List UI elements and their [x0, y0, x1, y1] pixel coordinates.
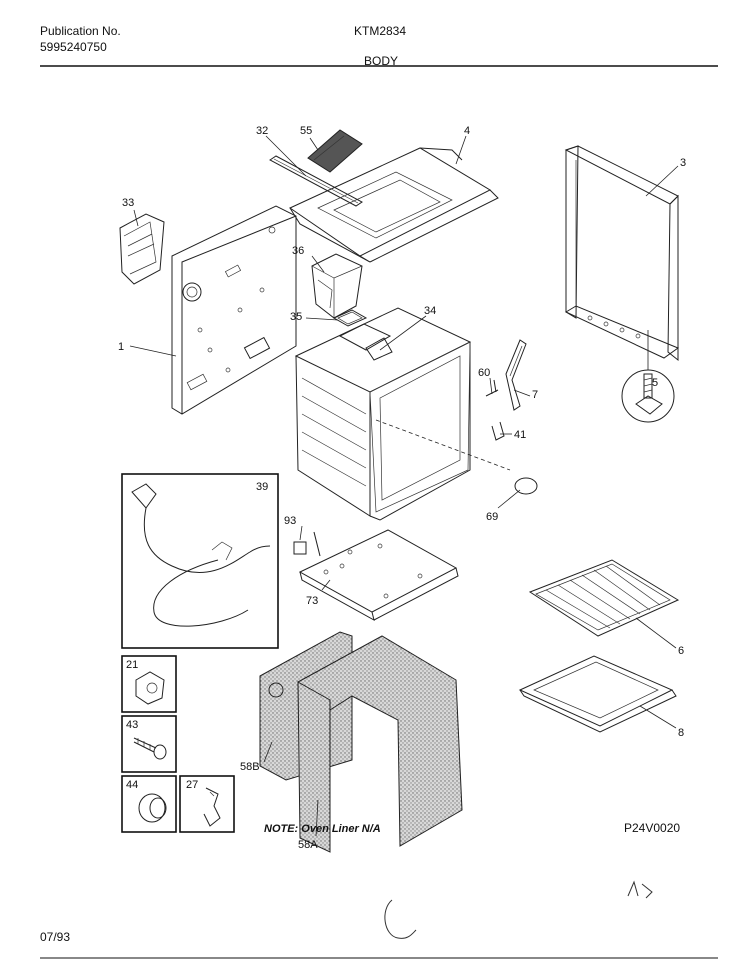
callout-8: 8: [678, 727, 684, 739]
callout-21: 21: [126, 659, 138, 671]
callout-36: 36: [292, 245, 304, 257]
callout-27: 27: [186, 779, 198, 791]
part-33-vent-bracket: [119, 213, 165, 285]
callout-33: 33: [122, 197, 134, 209]
leader-lines: [129, 135, 679, 837]
callout-39: 39: [256, 481, 268, 493]
oven-liner-note: NOTE: Oven Liner N/A: [264, 823, 381, 835]
handwritten-mark: [384, 899, 417, 939]
part-3-door-frame: [564, 145, 680, 362]
callout-58b: 58B: [240, 761, 260, 773]
part-69-light-lens: [514, 477, 538, 495]
inset-box-44: [121, 775, 177, 833]
inset-box-27: [179, 775, 235, 833]
callout-6: 6: [678, 645, 684, 657]
callout-41: 41: [514, 429, 526, 441]
part-43-screw: [133, 737, 167, 760]
drawing-code: P24V0020: [624, 821, 680, 835]
inset-box-21: [121, 655, 177, 713]
part-58-insulation: [259, 631, 463, 853]
callout-69: 69: [486, 511, 498, 523]
part-93-switch: [293, 531, 321, 557]
part-73-bottom-panel: [298, 529, 459, 621]
callout-93: 93: [284, 515, 296, 527]
part-55-bracket: [307, 129, 363, 173]
part-8-broiler-pan: [518, 655, 677, 733]
oven-body-cavity: [294, 307, 511, 521]
callout-44: 44: [126, 779, 138, 791]
model-number: KTM2834: [354, 24, 407, 38]
handwritten-initials: [627, 880, 653, 899]
part-1-back-panel: [171, 205, 297, 415]
callout-4: 4: [464, 125, 470, 137]
callout-55: 55: [300, 125, 312, 137]
callout-3: 3: [680, 157, 686, 169]
callout-35: 35: [290, 311, 302, 323]
callout-32: 32: [256, 125, 268, 137]
callout-60: 60: [478, 367, 490, 379]
part-35-gasket: [332, 309, 368, 327]
part-5-leveling-leg: [621, 330, 675, 423]
section-title: BODY: [364, 54, 399, 68]
part-41-clip: [491, 421, 505, 441]
part-6-oven-rack: [528, 559, 680, 637]
part-39-power-cord: [131, 483, 271, 627]
callout-1: 1: [118, 341, 124, 353]
callout-73: 73: [306, 595, 318, 607]
part-27-bracket-clip: [203, 787, 221, 827]
publication-number: 5995240750: [40, 40, 107, 54]
part-4-top-panel: [288, 147, 499, 263]
callout-34: 34: [424, 305, 436, 317]
callout-43: 43: [126, 719, 138, 731]
callout-5: 5: [652, 377, 658, 389]
inset-box-43: [121, 715, 177, 773]
part-44-grommet: [138, 793, 167, 823]
revision-date: 07/93: [40, 930, 71, 944]
callout-58a: 58A: [298, 839, 318, 851]
part-21-strain-relief: [135, 671, 165, 705]
part-36-vent-duct: [311, 253, 363, 319]
callout-7: 7: [532, 389, 538, 401]
inset-box-39: [121, 473, 279, 649]
publication-label: Publication No.: [40, 24, 121, 38]
part-7-hinge: [505, 339, 527, 411]
